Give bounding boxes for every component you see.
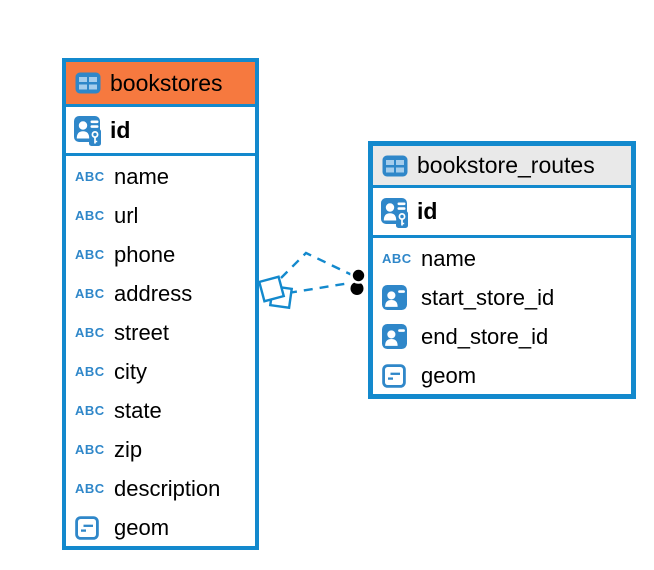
field-row-name[interactable]: ABC name bbox=[373, 239, 631, 278]
table-icon bbox=[75, 72, 101, 94]
table-bookstores-header[interactable]: bookstores bbox=[66, 62, 255, 107]
field-name: end_store_id bbox=[421, 323, 549, 349]
field-name: url bbox=[114, 202, 139, 228]
table-bookstore-routes[interactable]: bookstore_routes id ABC name start_store_i… bbox=[368, 141, 636, 399]
relationship-line-start[interactable] bbox=[280, 251, 353, 279]
text-type-icon: ABC bbox=[382, 251, 412, 266]
field-row-url[interactable]: ABC url bbox=[66, 196, 255, 235]
geometry-type-icon bbox=[75, 516, 99, 540]
field-name: name bbox=[421, 245, 477, 271]
table-bookstore-routes-header[interactable]: bookstore_routes bbox=[373, 146, 631, 188]
field-row-description[interactable]: ABC description bbox=[66, 469, 255, 508]
text-type-icon: ABC bbox=[75, 208, 105, 223]
field-name: street bbox=[114, 319, 170, 345]
text-type-icon: ABC bbox=[75, 481, 105, 496]
field-row-start_store_id[interactable]: start_store_id bbox=[373, 278, 631, 317]
field-row-end_store_id[interactable]: end_store_id bbox=[373, 317, 631, 356]
primary-key-icon bbox=[381, 198, 409, 229]
primary-key-name: id bbox=[417, 198, 438, 224]
field-row-zip[interactable]: ABC zip bbox=[66, 430, 255, 469]
primary-key-row[interactable]: id bbox=[373, 188, 631, 238]
geometry-type-icon bbox=[382, 364, 406, 388]
table-icon bbox=[382, 155, 408, 177]
field-name: phone bbox=[114, 241, 176, 267]
text-type-icon: ABC bbox=[75, 364, 105, 379]
primary-key-row[interactable]: id bbox=[66, 107, 255, 156]
relationship-source-marker-back[interactable] bbox=[268, 284, 294, 310]
relationship-source-marker-front[interactable] bbox=[257, 275, 286, 303]
field-name: name bbox=[114, 163, 170, 189]
field-row-city[interactable]: ABC city bbox=[66, 352, 255, 391]
foreign-key-icon bbox=[382, 285, 407, 310]
field-name: city bbox=[114, 358, 147, 384]
text-type-icon: ABC bbox=[75, 442, 105, 457]
text-type-icon: ABC bbox=[75, 403, 105, 418]
field-name: start_store_id bbox=[421, 284, 555, 310]
relationship-endpoint-dot-lower[interactable] bbox=[350, 282, 364, 295]
text-type-icon: ABC bbox=[75, 247, 105, 262]
field-name: state bbox=[114, 397, 162, 423]
table-title: bookstore_routes bbox=[417, 152, 595, 178]
text-type-icon: ABC bbox=[75, 286, 105, 301]
field-row-address[interactable]: ABC address bbox=[66, 274, 255, 313]
text-type-icon: ABC bbox=[75, 325, 105, 340]
text-type-icon: ABC bbox=[75, 169, 105, 184]
field-row-name[interactable]: ABC name bbox=[66, 157, 255, 196]
relationship-endpoint-dot-upper[interactable] bbox=[350, 267, 367, 284]
field-name: address bbox=[114, 280, 193, 306]
field-row-phone[interactable]: ABC phone bbox=[66, 235, 255, 274]
field-row-geom[interactable]: geom bbox=[66, 508, 255, 547]
relationship-line-end[interactable] bbox=[287, 281, 351, 295]
field-name: geom bbox=[421, 362, 477, 388]
table-title: bookstores bbox=[110, 69, 223, 96]
primary-key-icon bbox=[74, 116, 102, 147]
field-row-geom[interactable]: geom bbox=[373, 356, 631, 395]
field-name: geom bbox=[114, 514, 170, 540]
foreign-key-icon bbox=[382, 324, 407, 349]
field-row-state[interactable]: ABC state bbox=[66, 391, 255, 430]
field-name: description bbox=[114, 475, 221, 501]
field-row-street[interactable]: ABC street bbox=[66, 313, 255, 352]
field-name: zip bbox=[114, 436, 143, 462]
primary-key-name: id bbox=[110, 116, 131, 143]
